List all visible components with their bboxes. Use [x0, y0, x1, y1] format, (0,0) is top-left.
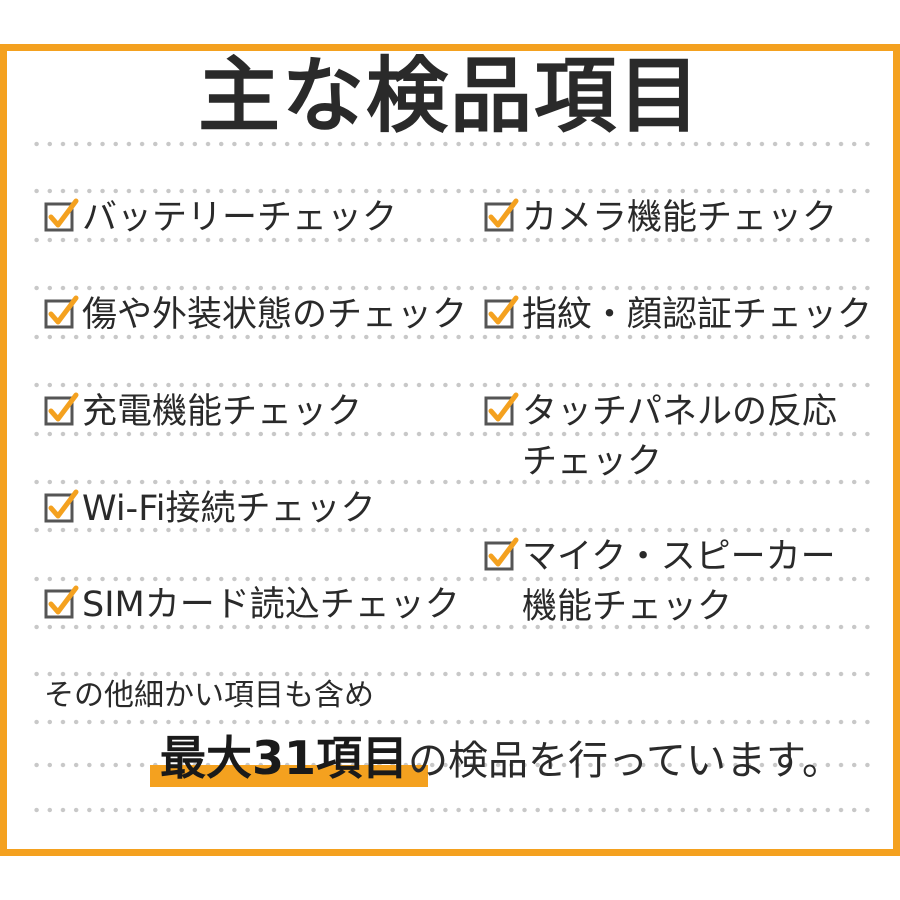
check-item-label: タッチパネルの反応	[522, 392, 838, 432]
dotted-divider	[30, 761, 870, 769]
check-item-wifi: Wi-Fi接続チェック	[44, 484, 376, 534]
dotted-divider	[30, 333, 870, 341]
check-item-sim: SIMカード読込チェック	[44, 580, 460, 630]
dotted-divider	[30, 623, 870, 631]
checkbox-check-icon	[44, 198, 79, 232]
check-item-charging: 充電機能チェック	[44, 387, 362, 437]
check-item-label-cont: チェック	[522, 442, 663, 482]
check-item-label: バッテリーチェック	[82, 198, 398, 238]
checkbox-check-icon	[484, 198, 519, 232]
check-item-camera: カメラ機能チェック	[484, 193, 837, 243]
check-item-label: カメラ機能チェック	[522, 198, 838, 238]
highlight-rest: の検品を行っています。	[408, 738, 843, 784]
checkbox-check-icon	[44, 392, 79, 426]
check-item-label: SIMカード読込チェック	[82, 585, 460, 625]
check-item-label-cont: 機能チェック	[522, 587, 733, 627]
highlight-underline	[150, 765, 428, 787]
dotted-divider	[30, 430, 870, 438]
checkbox-check-icon	[44, 489, 79, 523]
dotted-divider	[30, 284, 870, 292]
checkbox-check-icon	[44, 585, 79, 619]
check-item-label: 充電機能チェック	[82, 392, 363, 432]
check-item-label: マイク・スピーカー	[522, 537, 836, 577]
check-item-label: 指紋・顔認証チェック	[522, 295, 873, 335]
highlight-line: 最大31項目の検品を行っています。	[160, 728, 842, 791]
checkbox-check-icon	[484, 392, 519, 426]
dotted-divider	[30, 670, 870, 678]
dotted-divider	[30, 575, 870, 583]
check-item-label: Wi-Fi接続チェック	[82, 489, 376, 529]
checkbox-check-icon	[484, 537, 519, 571]
check-item-mic-speaker: マイク・スピーカー 機能チェック	[484, 532, 836, 632]
check-item-biometric: 指紋・顔認証チェック	[484, 290, 872, 340]
dotted-divider	[30, 140, 870, 148]
highlight-strong: 最大31項目	[160, 731, 409, 785]
check-item-exterior: 傷や外装状態のチェック	[44, 290, 467, 340]
check-item-label: 傷や外装状態のチェック	[82, 295, 468, 335]
page-title: 主な検品項目	[197, 49, 702, 144]
dotted-divider	[30, 187, 870, 195]
dotted-divider	[30, 526, 870, 534]
dotted-divider	[30, 718, 870, 726]
check-item-touch-panel: タッチパネルの反応 チェック	[484, 387, 837, 487]
note-text: その他細かい項目も含め	[44, 678, 374, 713]
checkbox-check-icon	[44, 295, 79, 329]
dotted-divider	[30, 478, 870, 486]
dotted-divider	[30, 236, 870, 244]
dotted-divider	[30, 381, 870, 389]
checkbox-check-icon	[484, 295, 519, 329]
dotted-divider	[30, 806, 870, 814]
check-item-battery: バッテリーチェック	[44, 193, 397, 243]
